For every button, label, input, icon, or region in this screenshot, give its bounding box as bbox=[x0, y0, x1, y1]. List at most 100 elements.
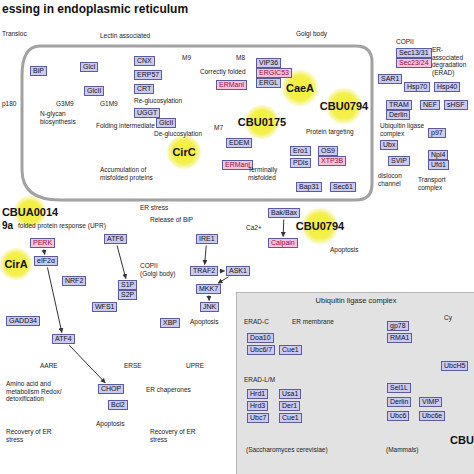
effector-name: CBU bbox=[450, 434, 474, 446]
gene-name: Sel1L bbox=[390, 384, 408, 391]
gene-name: ERGIC53 bbox=[259, 69, 289, 76]
gene-name: Hrd1 bbox=[250, 390, 265, 397]
annotation-label: Ca2+ bbox=[246, 224, 262, 232]
gene-box: ERP57 bbox=[134, 70, 162, 80]
annotation-label: Release of BiP bbox=[150, 216, 193, 224]
gene-name: ERManI bbox=[225, 161, 250, 168]
effector-circle: CBU0794 bbox=[302, 208, 338, 244]
annotation-label: Apoptosis bbox=[330, 246, 359, 254]
highlighted-gene-box: PERK bbox=[30, 238, 55, 248]
gene-name: NEF bbox=[423, 101, 437, 108]
gene-box: Bak/Bax bbox=[268, 208, 300, 218]
gene-box: eIF2α bbox=[34, 256, 58, 266]
gene-box: PDIs bbox=[290, 158, 311, 168]
gene-name: CHOP bbox=[101, 385, 121, 392]
highlighted-gene-box: ERManI bbox=[216, 80, 247, 90]
gene-box: Sec61 bbox=[330, 182, 356, 192]
gene-box: TRAM bbox=[386, 100, 412, 110]
annotation-label: ERAD-L/M bbox=[244, 376, 275, 384]
annotation-label: Transport complex bbox=[418, 176, 462, 191]
gene-name: Ubx bbox=[383, 141, 395, 148]
annotation-label: Accumulation of misfolded proteins bbox=[100, 166, 158, 181]
gene-box: Hrd3 bbox=[247, 401, 268, 411]
gene-name: ERManI bbox=[219, 81, 244, 88]
gene-box: ATF4 bbox=[52, 334, 75, 344]
gene-name: CNX bbox=[137, 57, 152, 64]
effector-circle: CBU0794 bbox=[326, 88, 362, 124]
annotation-label: Transloc bbox=[2, 30, 27, 38]
annotation-label: De-glucosylation bbox=[154, 130, 202, 138]
gene-box: S1P bbox=[118, 280, 137, 290]
gene-box: sHSF bbox=[444, 100, 468, 110]
gene-box: XBP bbox=[160, 318, 180, 328]
gene-box: GlcI bbox=[80, 62, 98, 72]
annotation-label: ER stress bbox=[140, 204, 168, 212]
gene-box: BiP bbox=[30, 66, 47, 76]
gene-name: ATF6 bbox=[107, 235, 124, 242]
gene-name: GlcI bbox=[83, 63, 95, 70]
gene-box: Ufd1 bbox=[428, 160, 449, 170]
gene-box: p97 bbox=[428, 128, 446, 138]
gene-box: Cue1 bbox=[279, 345, 302, 355]
gene-name: p97 bbox=[431, 129, 443, 136]
gene-name: JNK bbox=[203, 303, 216, 310]
annotation-label: ERAD-C bbox=[244, 318, 269, 326]
gene-name: SAR1 bbox=[381, 75, 399, 82]
gene-box: EDEM bbox=[226, 138, 252, 148]
panel-heading: Ubiquitin ligase complex bbox=[237, 296, 474, 305]
gene-name: GlcII bbox=[87, 87, 101, 94]
gene-name: GADD34 bbox=[9, 317, 37, 324]
gene-name: IRE1 bbox=[199, 235, 215, 242]
annotation-label: Lectin associated bbox=[100, 32, 150, 40]
gene-name: WFS1 bbox=[95, 303, 114, 310]
annotation-label: G1M9 bbox=[100, 100, 118, 108]
gene-name: Cue1 bbox=[282, 346, 299, 353]
annotation-label: Protein targeting bbox=[306, 128, 354, 136]
gene-name: Ero1 bbox=[293, 147, 308, 154]
gene-box: S2P bbox=[118, 290, 137, 300]
gene-box: Bcl2 bbox=[108, 400, 128, 410]
gene-box: Npl4 bbox=[428, 150, 448, 160]
gene-box: Derlin bbox=[386, 110, 410, 120]
gene-box: Ubc6 bbox=[387, 411, 409, 421]
annotation-label: Folding intermediate bbox=[96, 122, 155, 130]
annotation-label: Re-glucosylation bbox=[134, 97, 182, 105]
gene-box: SAR1 bbox=[378, 74, 402, 84]
gene-box: VIMP bbox=[419, 397, 442, 407]
effector-circle: CBU0175 bbox=[245, 105, 279, 139]
gene-box: NEF bbox=[420, 100, 440, 110]
gene-box: gp78 bbox=[387, 321, 409, 331]
signal-arrow bbox=[117, 245, 126, 278]
diagram-title: essing in endoplasmic reticulum bbox=[2, 2, 188, 16]
gene-box: CNX bbox=[134, 56, 155, 66]
annotation-label: COPII bbox=[396, 38, 414, 46]
gene-name: eIF2α bbox=[37, 257, 55, 264]
gene-box: Ubc6/7 bbox=[247, 345, 275, 355]
gene-box: GlcII bbox=[84, 86, 104, 96]
gene-name: XBP bbox=[163, 319, 177, 326]
effector-name: CBU0794 bbox=[296, 220, 344, 232]
gene-box: WFS1 bbox=[92, 302, 117, 312]
annotation-label: Cy bbox=[444, 314, 452, 322]
gene-name: PERK bbox=[33, 239, 52, 246]
annotation-label: M9 bbox=[182, 54, 191, 62]
gene-name: MKK7 bbox=[199, 285, 218, 292]
annotation-label: AARE bbox=[40, 362, 58, 370]
gene-box: UbcH5 bbox=[441, 361, 468, 371]
annotation-label: Correctly folded bbox=[200, 68, 246, 76]
gene-name: NRF2 bbox=[65, 277, 83, 284]
gene-box: ATF6 bbox=[104, 234, 127, 244]
gene-name: SVIP bbox=[391, 157, 407, 164]
annotation-label: 9a bbox=[2, 220, 13, 232]
annotation-label: (Saccharomyces cerevisiae) bbox=[246, 446, 328, 454]
signal-arrow bbox=[205, 245, 207, 264]
gene-box: VIP36 bbox=[256, 58, 281, 68]
gene-name: Cue1 bbox=[282, 414, 299, 421]
er-membrane bbox=[22, 46, 372, 200]
gene-box: Hrd1 bbox=[247, 389, 268, 399]
gene-box: Ubc7 bbox=[247, 413, 269, 423]
annotation-label: (Golgi body) bbox=[140, 270, 175, 278]
gene-box: GlcII bbox=[156, 118, 176, 128]
gene-name: Sec61 bbox=[333, 183, 353, 190]
gene-name: TRAF2 bbox=[193, 267, 215, 274]
